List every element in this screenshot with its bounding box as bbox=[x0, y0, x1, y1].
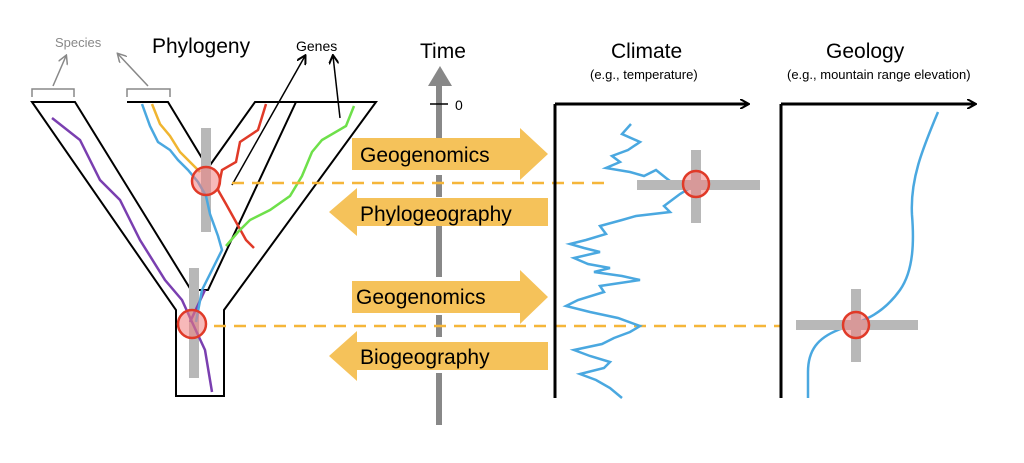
arrow-label: Geogenomics bbox=[356, 286, 486, 309]
arrow-label: Biogeography bbox=[360, 346, 490, 369]
geology-curve bbox=[806, 111, 940, 398]
arrow-label: Geogenomics bbox=[360, 144, 490, 167]
arrow-geogenomics-top: Geogenomics bbox=[352, 128, 548, 180]
genes-label: Genes bbox=[296, 38, 337, 54]
arrow-label: Phylogeography bbox=[360, 203, 512, 226]
geology-title: Geology bbox=[826, 40, 905, 63]
geology-panel: Geology (e.g., mountain range elevation) bbox=[779, 40, 975, 398]
species-bracket-left bbox=[31, 88, 75, 97]
tree-outline bbox=[30, 101, 378, 397]
geology-event-marker bbox=[841, 310, 871, 340]
arrow-shape bbox=[352, 128, 548, 180]
time-axis-arrowhead bbox=[428, 66, 452, 86]
climate-panel: Climate (e.g., temperature) bbox=[553, 40, 760, 399]
arrow-shape bbox=[329, 331, 548, 381]
geology-subtitle: (e.g., mountain range elevation) bbox=[787, 67, 971, 82]
climate-title: Climate bbox=[611, 40, 682, 63]
time-zero-label: 0 bbox=[455, 97, 463, 113]
tree-inner-v bbox=[245, 102, 336, 202]
gene-line-green bbox=[225, 105, 356, 247]
species-bracket-right bbox=[126, 88, 171, 97]
arrow-shape bbox=[329, 188, 548, 236]
climate-event-marker bbox=[681, 169, 711, 199]
arrow-shape bbox=[352, 270, 548, 324]
divergence-event-upper bbox=[190, 165, 222, 197]
species-label: Species bbox=[55, 35, 102, 50]
arrow-biogeography: Biogeography bbox=[329, 331, 548, 381]
species-pointer-right bbox=[118, 54, 149, 87]
time-label: Time bbox=[420, 40, 466, 63]
climate-subtitle: (e.g., temperature) bbox=[590, 67, 698, 82]
genes-pointer-left bbox=[231, 56, 305, 186]
genes-pointer-right bbox=[333, 56, 341, 119]
phylogeny-title: Phylogeny bbox=[152, 35, 251, 58]
phylogeny-tree: Species Phylogeny Genes bbox=[30, 35, 378, 397]
time-axis-middle-bar-2 bbox=[436, 225, 442, 277]
climate-curve bbox=[562, 123, 694, 399]
gene-line-orange bbox=[150, 103, 201, 173]
species-pointer-left bbox=[52, 56, 66, 87]
divergence-event-lower bbox=[176, 308, 208, 340]
process-arrows: Geogenomics Phylogeography Geogenomics B… bbox=[329, 128, 548, 381]
arrow-phylogeography: Phylogeography bbox=[329, 188, 548, 236]
time-axis-middle-bar-1 bbox=[436, 175, 442, 197]
time-axis-upper-bar bbox=[436, 84, 442, 140]
arrow-geogenomics-bottom: Geogenomics bbox=[352, 270, 548, 324]
time-axis-lower-bar bbox=[436, 373, 442, 425]
